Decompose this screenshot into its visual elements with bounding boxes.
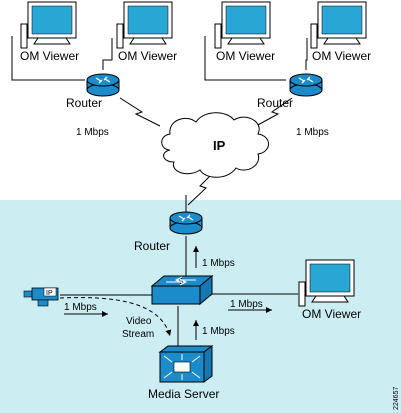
video-stream-label: Video bbox=[126, 316, 152, 327]
monitor-icon bbox=[214, 1, 271, 49]
viewer-label: OM Viewer bbox=[118, 49, 177, 63]
camera-ip-badge: IP bbox=[46, 290, 53, 297]
ip-camera-icon bbox=[23, 287, 59, 307]
bandwidth-label: 1 Mbps bbox=[76, 127, 109, 138]
monitor-icon bbox=[298, 259, 355, 307]
wan-link-bottom bbox=[187, 173, 213, 206]
media-server-icon bbox=[158, 345, 214, 383]
switch-icon bbox=[150, 274, 214, 306]
viewer-label: OM Viewer bbox=[216, 49, 275, 63]
router-label: Router bbox=[257, 96, 293, 110]
router-icon bbox=[86, 73, 120, 97]
bandwidth-label: 1 Mbps bbox=[202, 258, 235, 269]
monitor-icon bbox=[20, 1, 77, 49]
router-label: Router bbox=[66, 96, 102, 110]
bandwidth-label: 1 Mbps bbox=[64, 302, 97, 313]
media-server-label: Media Server bbox=[148, 387, 219, 401]
figure-id: 224657 bbox=[393, 387, 400, 410]
router-icon bbox=[289, 73, 323, 97]
viewer-label: OM Viewer bbox=[20, 49, 79, 63]
video-stream-label: Stream bbox=[122, 329, 154, 340]
bandwidth-label: 1 Mbps bbox=[202, 326, 235, 337]
viewer-label: OM Viewer bbox=[312, 49, 371, 63]
wan-link-right bbox=[255, 97, 293, 127]
viewer-label: OM Viewer bbox=[302, 307, 361, 321]
video-stream-path bbox=[59, 297, 172, 337]
router-icon bbox=[169, 211, 203, 235]
router-label: Router bbox=[134, 239, 170, 253]
bandwidth-label: 1 Mbps bbox=[230, 299, 263, 310]
top-connections bbox=[11, 36, 308, 350]
wan-link-left bbox=[119, 97, 161, 127]
ip-cloud bbox=[161, 112, 269, 178]
monitor-icon bbox=[310, 1, 367, 49]
monitor-icon bbox=[116, 1, 173, 49]
bandwidth-label: 1 Mbps bbox=[296, 127, 329, 138]
cloud-label: IP bbox=[213, 138, 226, 153]
